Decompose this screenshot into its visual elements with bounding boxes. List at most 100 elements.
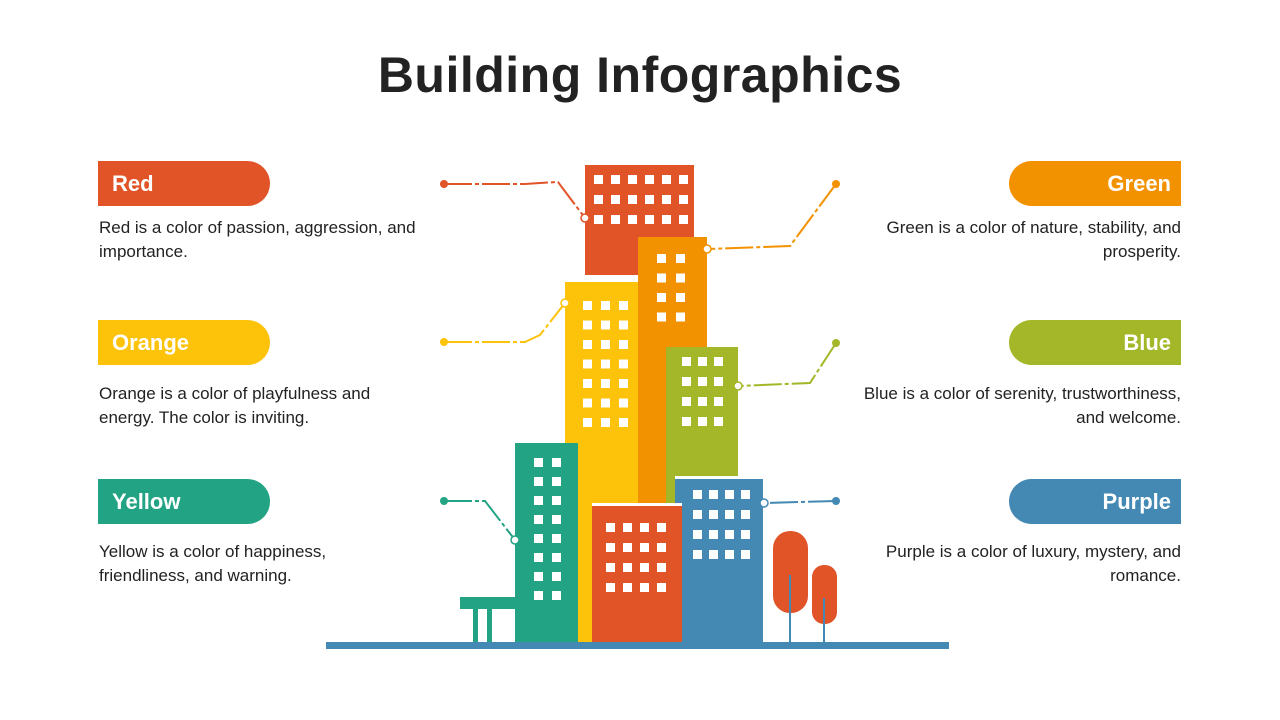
building-green-window bbox=[714, 417, 723, 426]
building-green-window bbox=[698, 357, 707, 366]
tree-large bbox=[773, 531, 808, 613]
connector-yellow-end bbox=[510, 535, 520, 545]
building-blue-window bbox=[741, 490, 750, 499]
connector-yellow-dot bbox=[440, 497, 448, 505]
building-red-top-window bbox=[679, 215, 688, 224]
building-red-top-window bbox=[645, 215, 654, 224]
building-red-front-window bbox=[640, 543, 649, 552]
desc-orange: Orange is a color of playfulness and ene… bbox=[99, 384, 371, 427]
label-purple: Purple bbox=[1009, 479, 1181, 524]
building-teal-window bbox=[534, 591, 543, 600]
building-red-front-window bbox=[640, 523, 649, 532]
building-teal bbox=[515, 443, 578, 642]
connector-orange bbox=[444, 302, 566, 343]
connector-green-end bbox=[702, 244, 712, 254]
building-blue-window bbox=[725, 530, 734, 539]
building-green-window bbox=[682, 417, 691, 426]
building-blue-roof bbox=[675, 476, 763, 479]
building-red-front-window bbox=[657, 543, 666, 552]
building-green-window bbox=[682, 397, 691, 406]
desc-yellow: Yellow is a color of happiness, friendli… bbox=[99, 542, 327, 585]
building-yellow-window bbox=[619, 301, 628, 310]
building-teal-window bbox=[534, 534, 543, 543]
building-orange-window bbox=[657, 273, 666, 283]
building-green-window bbox=[714, 357, 723, 366]
building-red-top-window bbox=[645, 175, 654, 184]
ground-line bbox=[326, 642, 949, 649]
building-red-front bbox=[592, 506, 682, 642]
building-red-front-window bbox=[657, 523, 666, 532]
building-green-window bbox=[714, 397, 723, 406]
building-red-front-window bbox=[623, 543, 632, 552]
building-red-front-window bbox=[640, 563, 649, 572]
building-yellow-window bbox=[601, 359, 610, 369]
building-orange-window bbox=[676, 312, 685, 322]
building-blue-window bbox=[709, 550, 718, 559]
building-red-front-window bbox=[623, 563, 632, 572]
building-green-window bbox=[682, 377, 691, 386]
building-teal-window bbox=[534, 515, 543, 524]
page-title: Building Infographics bbox=[377, 47, 903, 103]
connector-red bbox=[444, 180, 586, 219]
building-red-top-window bbox=[662, 175, 671, 184]
building-blue-window bbox=[693, 550, 702, 559]
building-blue-window bbox=[725, 510, 734, 519]
building-yellow-window bbox=[601, 379, 610, 388]
building-blue-window bbox=[709, 490, 718, 499]
building-yellow-window bbox=[583, 301, 592, 310]
building-orange-window bbox=[676, 254, 685, 263]
connector-green-dot bbox=[832, 180, 840, 188]
building-red-top-window bbox=[662, 195, 671, 204]
buildings-group bbox=[326, 165, 949, 649]
building-orange-window bbox=[657, 293, 666, 302]
building-blue-window bbox=[693, 510, 702, 519]
building-orange-window bbox=[676, 273, 685, 283]
building-red-front-window bbox=[606, 583, 615, 592]
connector-yellow bbox=[444, 500, 516, 541]
building-red-top-window bbox=[594, 215, 603, 224]
building-red-front-window bbox=[640, 583, 649, 592]
label-blue: Blue bbox=[1009, 320, 1181, 365]
building-yellow-window bbox=[583, 418, 592, 427]
building-yellow-window bbox=[601, 398, 610, 408]
building-yellow-window bbox=[619, 398, 628, 408]
building-yellow-window bbox=[601, 340, 610, 349]
building-green-window bbox=[682, 357, 691, 366]
connector-orange-dot bbox=[440, 338, 448, 346]
label-orange: Orange bbox=[98, 320, 270, 365]
building-red-top-window bbox=[628, 215, 637, 224]
building-yellow-window bbox=[619, 340, 628, 349]
label-red: Red bbox=[98, 161, 270, 206]
building-yellow-window bbox=[583, 379, 592, 388]
desc-green: Green is a color of nature, stability, a… bbox=[886, 218, 1181, 261]
building-teal-window bbox=[534, 458, 543, 467]
bench-leg bbox=[487, 609, 492, 642]
building-yellow-window bbox=[583, 359, 592, 369]
building-teal-window bbox=[534, 496, 543, 505]
building-teal-window bbox=[552, 477, 561, 486]
building-red-front-roof bbox=[592, 503, 682, 506]
building-yellow-window bbox=[583, 340, 592, 349]
building-red-top-window bbox=[628, 175, 637, 184]
building-yellow-window bbox=[601, 320, 610, 330]
building-teal-window bbox=[552, 572, 561, 581]
connector-purple-dot bbox=[832, 497, 840, 505]
building-blue-window bbox=[741, 510, 750, 519]
building-teal-window bbox=[552, 534, 561, 543]
connector-blue bbox=[737, 342, 837, 387]
building-orange-window bbox=[657, 312, 666, 322]
building-red-top-window bbox=[611, 215, 620, 224]
building-teal-window bbox=[534, 553, 543, 562]
desc-blue: Blue is a color of serenity, trustworthi… bbox=[863, 384, 1181, 427]
building-green-window bbox=[714, 377, 723, 386]
building-green-window bbox=[698, 397, 707, 406]
connector-red-dot bbox=[440, 180, 448, 188]
building-teal-window bbox=[552, 458, 561, 467]
building-green-window bbox=[698, 417, 707, 426]
building-red-front-window bbox=[606, 563, 615, 572]
building-red-front-window bbox=[657, 583, 666, 592]
building-blue-window bbox=[741, 550, 750, 559]
building-yellow-window bbox=[619, 379, 628, 388]
building-red-top-window bbox=[611, 175, 620, 184]
